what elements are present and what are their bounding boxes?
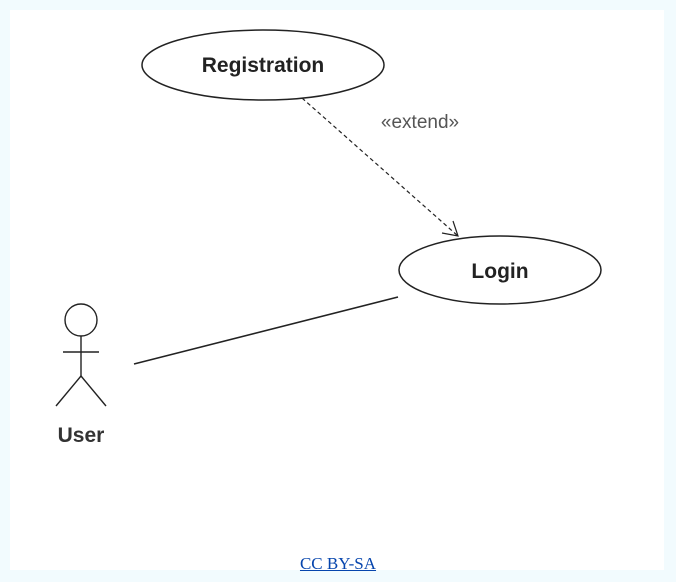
association-line bbox=[133, 296, 399, 365]
license-link[interactable]: CC BY-SA bbox=[299, 554, 377, 573]
extend-arrowhead-icon bbox=[441, 220, 459, 237]
extend-stereotype-label: «extend» bbox=[381, 112, 459, 133]
extend-relationship: «extend» bbox=[301, 97, 459, 237]
login-label: Login bbox=[471, 260, 528, 283]
actor-user: User bbox=[55, 303, 107, 447]
use-case-registration: Registration bbox=[141, 29, 385, 101]
login-ellipse bbox=[398, 235, 602, 305]
use-case-login: Login bbox=[398, 235, 602, 305]
registration-ellipse bbox=[141, 29, 385, 101]
registration-label: Registration bbox=[202, 54, 325, 77]
actor-label: User bbox=[58, 424, 105, 447]
stick-figure-icon bbox=[55, 303, 107, 407]
